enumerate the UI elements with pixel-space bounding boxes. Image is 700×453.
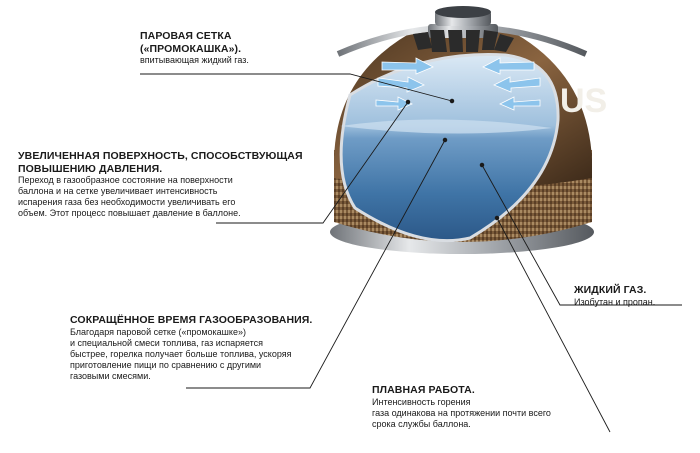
leader-dot xyxy=(449,98,455,104)
vapor-arrow xyxy=(381,57,434,75)
label-short-time: СОКРАЩЁННОЕ ВРЕМЯ ГАЗООБРАЗОВАНИЯ. Благо… xyxy=(70,314,312,382)
cutaway-interior xyxy=(339,53,560,243)
label-description: Изобутан и пропан. xyxy=(574,296,656,307)
vapor-arrow xyxy=(493,76,541,93)
leader-surface xyxy=(216,101,409,224)
leader-liquid-gas xyxy=(481,164,682,306)
label-description: Переход в газообразное состояние на пове… xyxy=(18,175,241,218)
label-title: СОКРАЩЁННОЕ ВРЕМЯ ГАЗООБРАЗОВАНИЯ. xyxy=(70,314,313,326)
vapor-arrow xyxy=(377,76,425,93)
valve-cap xyxy=(435,6,491,18)
leader-dot xyxy=(479,162,485,168)
label-surface: УВЕЛИЧЕННАЯ ПОВЕРХНОСТЬ, СПОСОБСТВУЮЩАЯ … xyxy=(18,150,303,219)
label-description: впитывающая жидкий газ. xyxy=(140,55,249,65)
vapor-mesh-fins xyxy=(413,30,514,52)
leader-dot xyxy=(494,215,500,221)
label-title: ЖИДКИЙ ГАЗ. xyxy=(574,284,647,296)
label-liquid-gas: ЖИДКИЙ ГАЗ. Изобутан и пропан. xyxy=(574,284,655,308)
label-title: ПЛАВНАЯ РАБОТА. xyxy=(372,384,475,396)
leader-short-time xyxy=(186,139,446,389)
canister-brand-text: US xyxy=(560,82,607,120)
leader-smooth-work xyxy=(496,217,611,433)
label-description: Интенсивность горения газа одинакова на … xyxy=(372,396,551,429)
vapor-arrow xyxy=(499,96,541,111)
leader-vapor-mesh xyxy=(140,73,453,102)
leader-dot xyxy=(442,137,448,143)
label-vapor-mesh: ПАРОВАЯ СЕТКА («ПРОМОКАШКА»). впитывающа… xyxy=(140,30,249,66)
valve-base xyxy=(428,24,498,38)
label-title: УВЕЛИЧЕННАЯ ПОВЕРХНОСТЬ, СПОСОБСТВУЮЩАЯ … xyxy=(18,150,303,175)
label-description: Благодаря паровой сетке («промокашке») и… xyxy=(70,326,292,381)
leader-dot xyxy=(405,99,411,105)
leader-lines xyxy=(140,73,682,433)
vapor-arrows xyxy=(375,57,541,111)
label-title: ПАРОВАЯ СЕТКА («ПРОМОКАШКА»). xyxy=(140,30,242,55)
vapor-arrow xyxy=(482,57,535,75)
label-smooth-work: ПЛАВНАЯ РАБОТА. Интенсивность горения га… xyxy=(372,384,551,430)
